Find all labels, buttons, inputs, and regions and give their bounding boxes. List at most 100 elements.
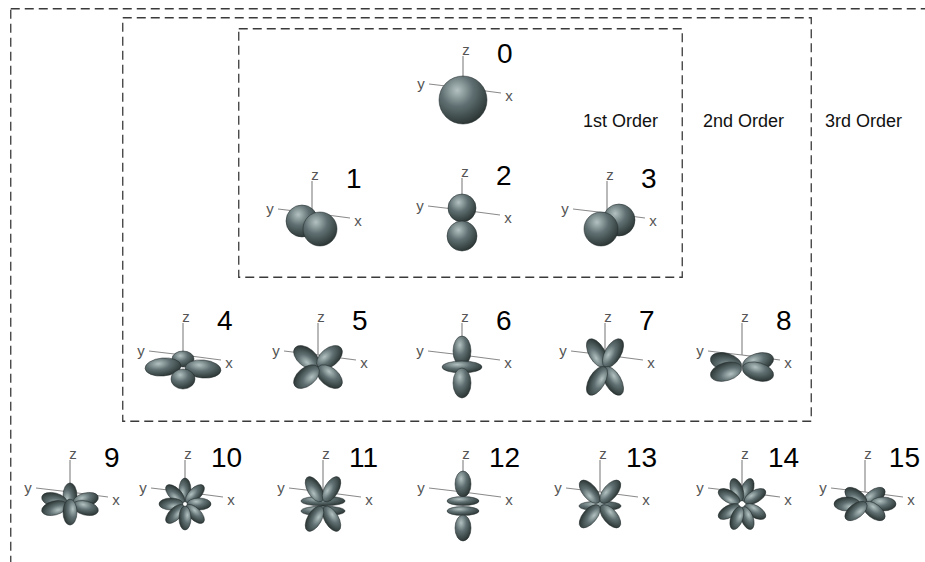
lobe <box>448 194 476 222</box>
axis-label: z <box>182 309 190 324</box>
lobe <box>318 474 344 505</box>
harmonic-glyph <box>584 204 635 246</box>
harmonic-number: 10 <box>211 444 242 472</box>
lobe <box>575 501 604 531</box>
axis-label: y <box>417 76 425 91</box>
axis-label: x <box>642 492 650 507</box>
axis-label: x <box>784 492 792 507</box>
axis-label: y <box>24 480 32 495</box>
harmonic-number: 11 <box>349 444 378 472</box>
order-region: 1st Order2nd Order3rd Order <box>10 8 925 562</box>
axis-label: x <box>354 213 362 228</box>
harmonic-number: 1 <box>346 165 362 193</box>
lobe <box>447 221 477 251</box>
harmonic-glyph <box>708 349 776 385</box>
lobe <box>179 506 191 530</box>
harmonic-number: 5 <box>352 307 368 335</box>
lobe <box>455 515 471 541</box>
axis-label: x <box>784 355 792 370</box>
harmonic-number: 7 <box>639 307 655 335</box>
axis-label: z <box>184 446 192 461</box>
axis-label: z <box>606 167 614 182</box>
axis-label: x <box>647 355 655 370</box>
harmonic-number: 3 <box>641 165 657 193</box>
lobe <box>453 368 471 398</box>
axis-line <box>606 181 607 213</box>
harmonic-number: 14 <box>768 444 799 472</box>
axis-label: z <box>322 446 330 461</box>
axis-label: y <box>416 198 424 213</box>
axis-label: y <box>696 343 704 358</box>
harmonic-glyph <box>40 483 100 525</box>
harmonic-glyph <box>144 351 221 389</box>
axis-label: x <box>504 355 512 370</box>
axis-label: y <box>272 343 280 358</box>
lobe <box>303 212 337 246</box>
harmonic-glyph <box>447 471 479 541</box>
axis-label: y <box>416 343 424 358</box>
lobe <box>289 360 324 393</box>
axis-line <box>322 460 323 492</box>
lobe <box>727 505 746 532</box>
axis-label: x <box>505 492 513 507</box>
axis-line <box>182 323 183 355</box>
axis-label: x <box>112 492 120 507</box>
lobe <box>439 76 487 124</box>
order-region: 1st Order <box>238 28 683 278</box>
axis-label: z <box>462 42 470 57</box>
harmonic-glyph <box>289 341 347 393</box>
harmonic-number: 9 <box>104 444 120 472</box>
axis-line <box>741 323 742 355</box>
lobe <box>708 359 744 385</box>
axis-label: y <box>417 480 425 495</box>
order-label: 1st Order <box>583 112 658 130</box>
axis-label: x <box>227 492 235 507</box>
harmonic-number: 6 <box>496 307 512 335</box>
lobe <box>301 503 327 534</box>
lobe <box>584 212 618 246</box>
lobe <box>740 359 776 385</box>
axis-line <box>317 323 318 355</box>
axis-label: x <box>504 210 512 225</box>
axis-label: y <box>696 480 704 495</box>
axis-line <box>599 460 600 492</box>
lobe <box>447 507 479 516</box>
axis-label: z <box>317 309 325 324</box>
axis-label: y <box>277 480 285 495</box>
lobe <box>582 363 612 399</box>
lobe <box>447 497 479 506</box>
axis-label: y <box>137 343 145 358</box>
axis-label: y <box>266 201 274 216</box>
harmonic-glyph <box>582 335 628 398</box>
order-label: 3rd Order <box>825 112 902 130</box>
axis-label: y <box>559 343 567 358</box>
axis-label: z <box>461 309 469 324</box>
lobe <box>596 501 625 531</box>
axis-line <box>864 460 865 492</box>
axis-label: x <box>360 355 368 370</box>
axis-label: y <box>139 480 147 495</box>
axis-label: x <box>365 492 373 507</box>
lobe <box>596 477 625 507</box>
axis-label: z <box>741 309 749 324</box>
axis-label: x <box>907 492 915 507</box>
dashed-border <box>10 8 925 562</box>
axis-label: z <box>462 446 470 461</box>
axis-label: y <box>561 201 569 216</box>
axis-label: x <box>649 213 657 228</box>
harmonic-number: 4 <box>217 307 233 335</box>
harmonic-number: 8 <box>776 307 792 335</box>
axis-label: z <box>311 167 319 182</box>
harmonic-glyph <box>575 477 624 532</box>
harmonic-glyph <box>286 205 337 246</box>
dashed-border <box>238 28 683 278</box>
harmonic-glyph <box>716 477 769 532</box>
harmonic-glyph <box>439 76 487 124</box>
harmonic-number: 13 <box>626 444 657 472</box>
harmonic-glyph <box>301 474 345 535</box>
axis-label: z <box>599 446 607 461</box>
lobe <box>63 499 77 525</box>
axis-label: y <box>554 480 562 495</box>
axis-label: x <box>225 355 233 370</box>
harmonic-glyph <box>442 336 482 398</box>
